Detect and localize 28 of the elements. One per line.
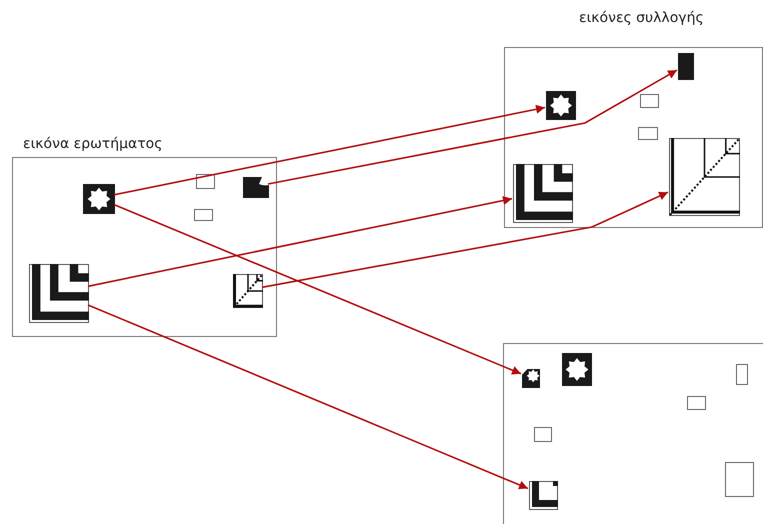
star-shape-image [83,184,115,214]
empty-rectangle [736,364,748,385]
empty-rectangle [196,174,215,189]
star-shape-image [522,369,540,388]
shape-image [669,138,740,216]
empty-rectangle [638,127,658,140]
panel-title: εικόνα ερωτήματος [23,136,162,152]
empty-rectangle [687,396,706,410]
empty-rectangle [640,94,659,108]
empty-rectangle [194,209,213,221]
shape-image [243,177,269,198]
panel-title: εικόνες συλλογής [579,10,704,26]
shape-image [29,264,89,323]
arrow [88,304,528,490]
image-panel [503,343,763,524]
shape-image [233,274,263,308]
arrow [262,191,668,288]
star-shape-image [562,353,592,386]
star-shape-image [546,91,576,120]
arrow [88,196,512,288]
arrow [268,69,678,185]
filled-rectangle [678,53,694,80]
empty-rectangle [534,427,552,442]
arrow [114,204,522,375]
shape-image [513,164,573,223]
shape-image [529,481,558,510]
empty-rectangle [725,462,754,497]
arrow [114,104,546,196]
